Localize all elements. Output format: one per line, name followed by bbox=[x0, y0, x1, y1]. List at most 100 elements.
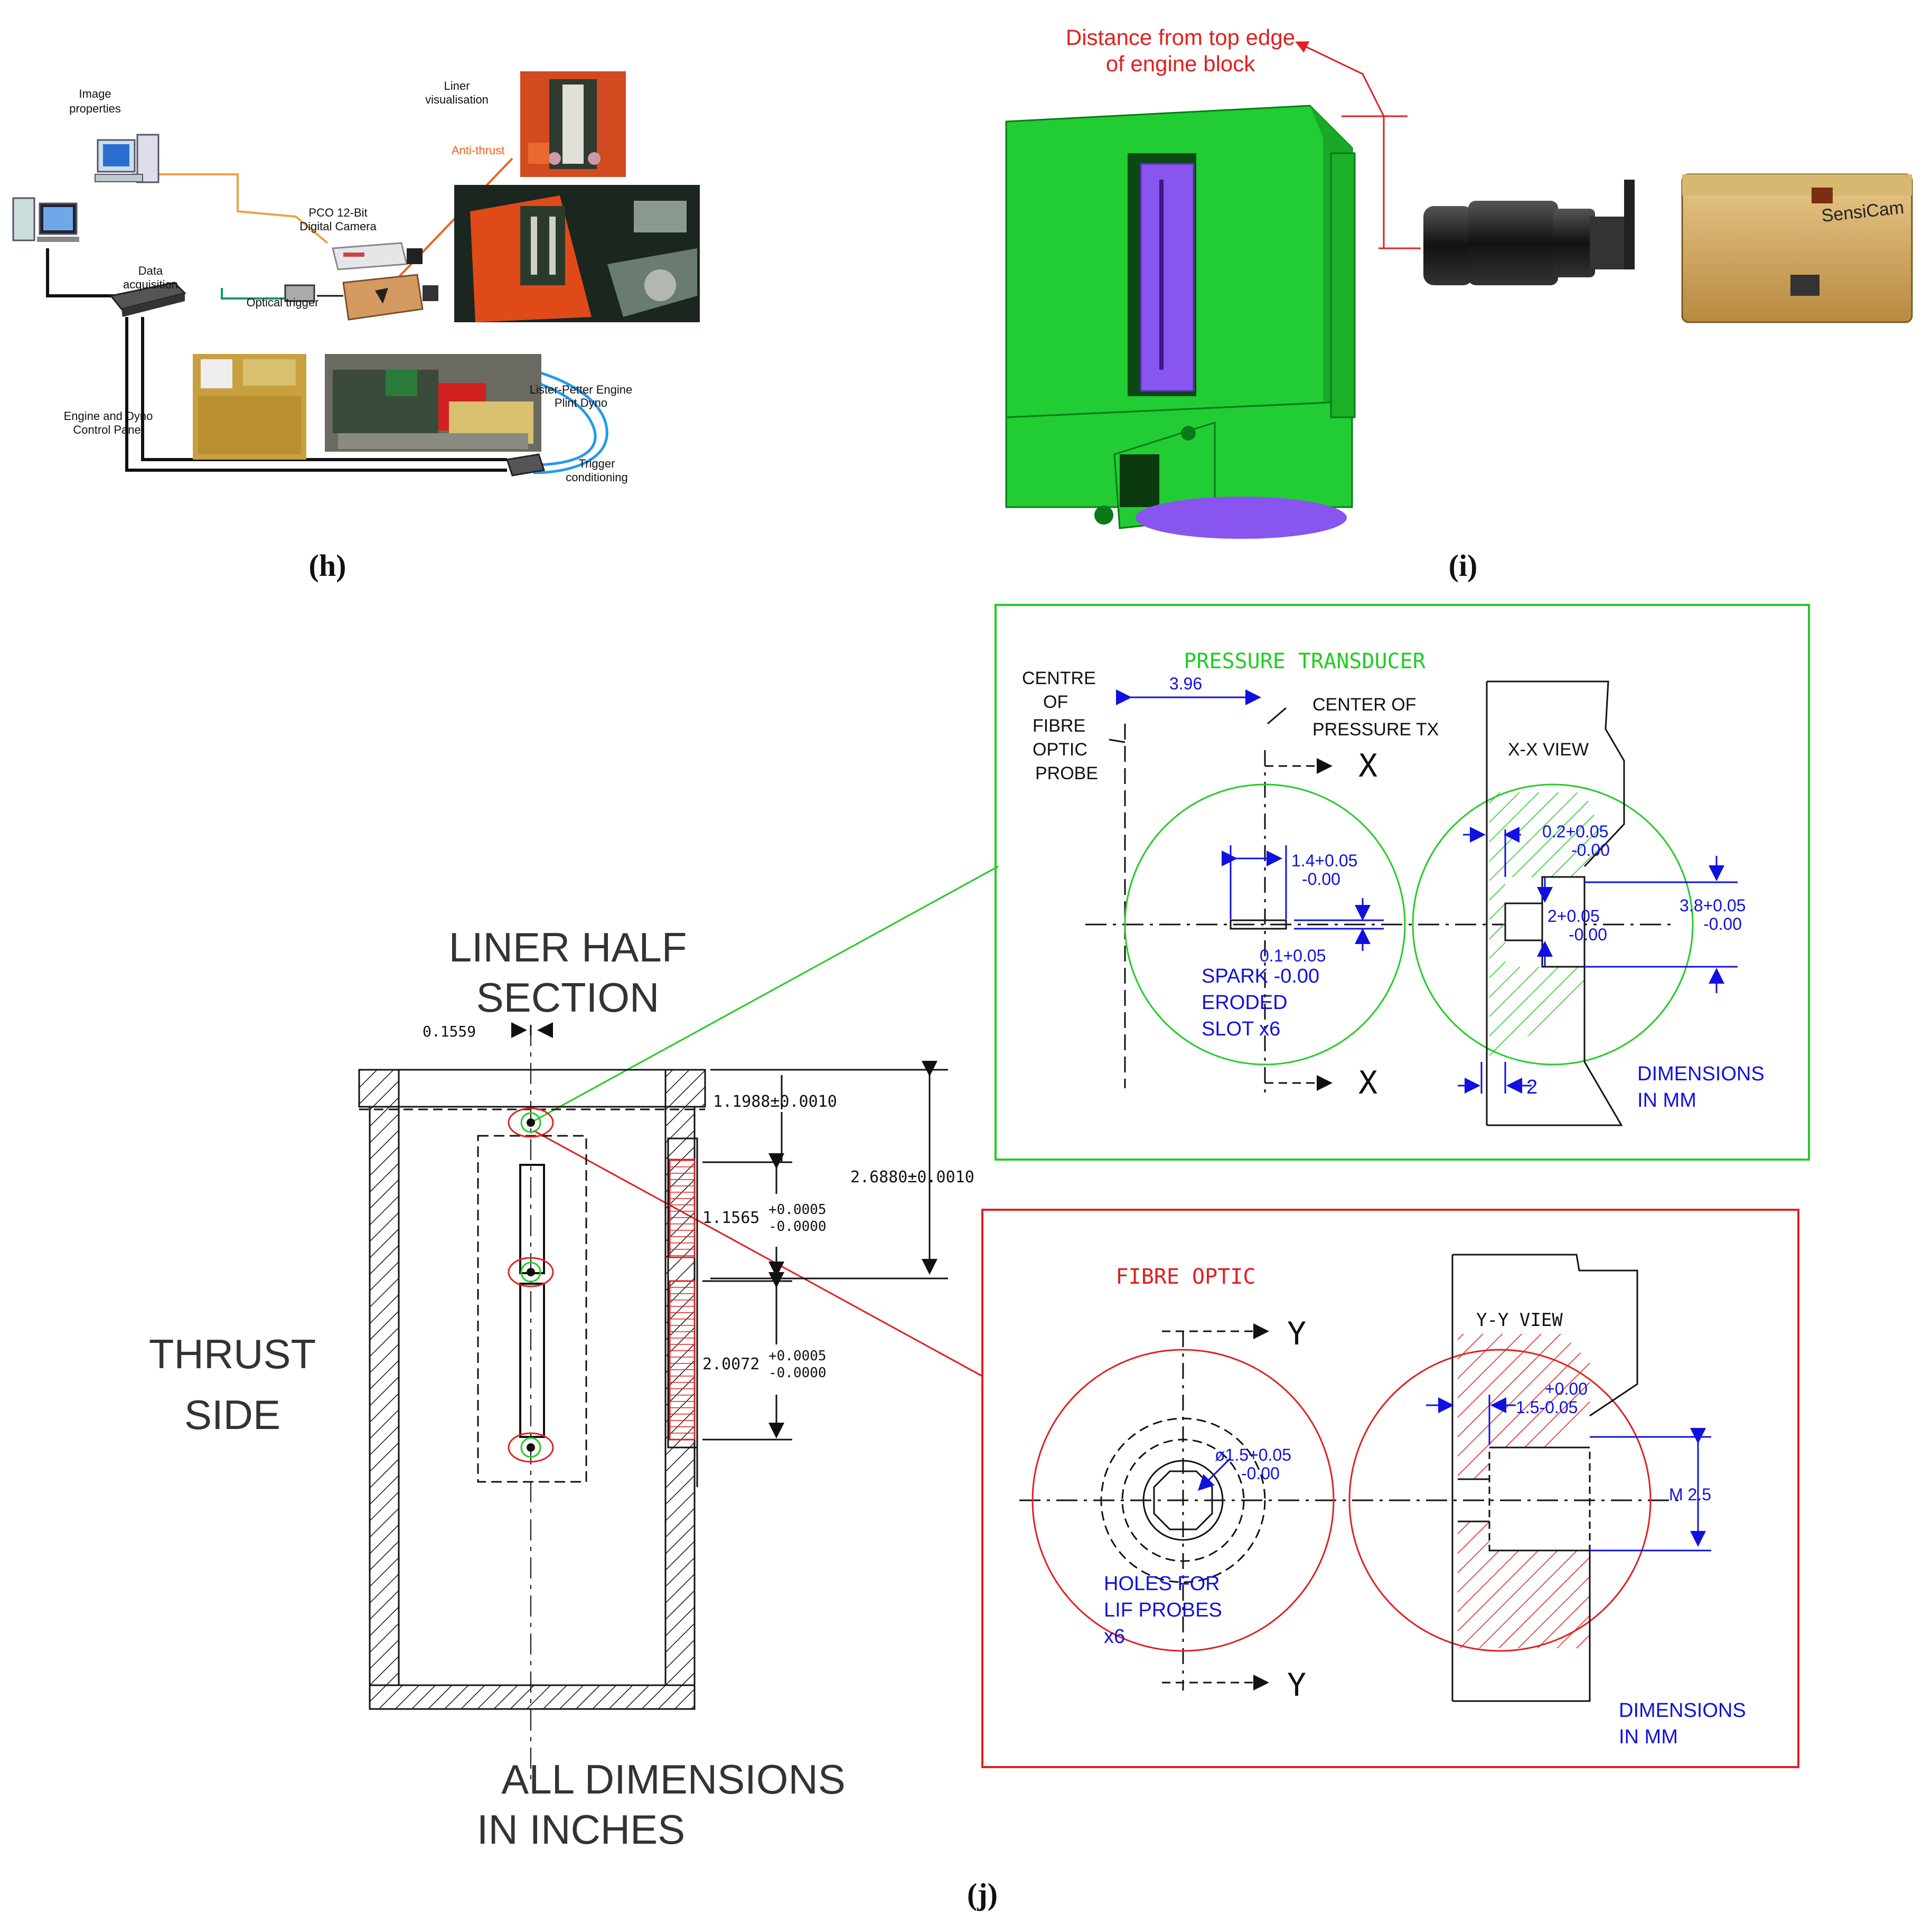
dim-396: 3.96 bbox=[1169, 674, 1202, 693]
dim-low-tol-minus: -0.0000 bbox=[768, 1365, 827, 1381]
dim-38-2: -0.00 bbox=[1703, 914, 1742, 933]
yy-view-label: Y-Y VIEW bbox=[1476, 1310, 1563, 1331]
dim-total: 2.6880±0.0010 bbox=[850, 1168, 974, 1187]
center-tx-label-1: CENTER OF bbox=[1312, 695, 1416, 715]
pressure-units-1: DIMENSIONS bbox=[1637, 1063, 1765, 1085]
dim-offset: 0.1559 bbox=[423, 1023, 476, 1040]
dim-dia-1: ø1.5+0.05 bbox=[1215, 1445, 1291, 1464]
distance-annotation: Distance from top edge of engine block bbox=[1066, 25, 1421, 249]
dim-02-2: -0.00 bbox=[1571, 840, 1610, 860]
dim-15-2: 1.5-0.05 bbox=[1516, 1398, 1578, 1417]
section-mark-x-bottom: X bbox=[1358, 1064, 1377, 1101]
yy-section bbox=[1451, 1254, 1638, 1702]
label-lister-petter-1: Lister-Petter Engine bbox=[530, 383, 632, 396]
label-image-properties-2: properties bbox=[69, 102, 121, 115]
fibre-detail: FIBRE OPTIC Y-Y VIEW Y Y bbox=[1019, 1254, 1746, 1748]
units-note-1: ALL DIMENSIONS bbox=[501, 1756, 846, 1802]
xx-view-label: X-X VIEW bbox=[1508, 740, 1589, 760]
dim-2p-1: 2+0.05 bbox=[1548, 907, 1600, 926]
liner-visualisation-photo bbox=[520, 71, 626, 177]
center-tx-label-2: PRESSURE TX bbox=[1312, 720, 1439, 740]
dim-02-1: 0.2+0.05 bbox=[1542, 822, 1608, 841]
dim-15-1: +0.00 bbox=[1545, 1379, 1588, 1398]
label-engine-panel-2: Control Panel bbox=[73, 423, 143, 436]
fibre-blue-dims bbox=[1197, 1395, 1711, 1552]
pressure-units-2: IN MM bbox=[1637, 1089, 1696, 1112]
pressure-detail: PRESSURE TRANSDUCER CENTRE OF FIBRE OPTI… bbox=[1022, 649, 1765, 1126]
dim-m25: M 2.5 bbox=[1669, 1485, 1711, 1504]
fibre-units-1: DIMENSIONS bbox=[1619, 1699, 1746, 1722]
dim-low-tol-plus: +0.0005 bbox=[768, 1348, 827, 1364]
centre-label-3: FIBRE bbox=[1033, 716, 1085, 736]
label-trigger-cond-1: Trigger bbox=[579, 457, 615, 470]
optical-trigger-icon bbox=[284, 284, 315, 302]
panel-i: Distance from top edge of engine block S… bbox=[1005, 25, 1913, 583]
label-data-acq-1: Data bbox=[138, 264, 163, 277]
dim-slot-2: -0.00 bbox=[1302, 870, 1340, 889]
label-engine-panel-1: Engine and Dyno bbox=[64, 409, 153, 423]
liner-titles: LINER HALF SECTION THRUST SIDE ALL DIMEN… bbox=[149, 924, 846, 1853]
label-anti-thrust: Anti-thrust bbox=[452, 144, 504, 157]
probe-hole-top bbox=[508, 1107, 554, 1138]
fibre-title: FIBRE OPTIC bbox=[1116, 1265, 1256, 1289]
liner-title-2: SECTION bbox=[476, 974, 660, 1021]
image-properties-pc-icon bbox=[95, 134, 160, 183]
dim-2p-2: -0.00 bbox=[1569, 925, 1607, 944]
label-trigger-cond-2: conditioning bbox=[566, 471, 627, 484]
label-pco-camera-1: PCO 12-Bit bbox=[308, 206, 367, 219]
engine-dyno-photo bbox=[325, 354, 541, 452]
data-acquisition-box-icon bbox=[109, 282, 186, 317]
dim-slot-w: 0.1+0.05 bbox=[1260, 946, 1326, 965]
caption-j: (j) bbox=[967, 1877, 998, 1911]
spark-label-1: SPARK -0.00 bbox=[1202, 965, 1319, 987]
section-mark-y-bottom: Y bbox=[1287, 1667, 1306, 1704]
dim-mid: 1.1565 bbox=[702, 1209, 759, 1227]
dim-dia-2: -0.00 bbox=[1241, 1464, 1280, 1483]
label-liner-vis-1: Liner bbox=[444, 79, 470, 92]
dim-mid-tol-minus: -0.0000 bbox=[768, 1219, 827, 1235]
caption-i: (i) bbox=[1449, 548, 1478, 583]
section-mark-x-top: X bbox=[1358, 748, 1377, 784]
fibre-detail-frame bbox=[981, 1209, 1799, 1768]
label-pco-camera-2: Digital Camera bbox=[299, 220, 377, 233]
trigger-box-icon bbox=[342, 274, 438, 321]
pressure-detail-circle bbox=[1124, 783, 1406, 1066]
dim-top: 1.1988±0.0010 bbox=[713, 1092, 837, 1111]
trigger-conditioning-box-icon bbox=[506, 453, 545, 477]
caption-h: (h) bbox=[309, 548, 346, 583]
thrust-side-2: SIDE bbox=[184, 1391, 280, 1438]
fibre-units-2: IN MM bbox=[1619, 1726, 1678, 1748]
label-distance-2: of engine block bbox=[1106, 51, 1256, 76]
fibre-detail-circle bbox=[1031, 1349, 1335, 1652]
pco-camera-icon bbox=[332, 242, 423, 270]
dim-38-1: 3.8+0.05 bbox=[1680, 896, 1746, 915]
label-lister-petter-2: Plint Dyno bbox=[555, 396, 607, 409]
centre-label-2: OF bbox=[1043, 692, 1068, 712]
label-optical-trigger: Optical trigger bbox=[247, 296, 319, 309]
dim-mid-tol-plus: +0.0005 bbox=[768, 1202, 827, 1218]
label-liner-vis-2: visualisation bbox=[425, 93, 489, 106]
holes-label-3: x6 bbox=[1104, 1626, 1125, 1648]
engine-block-model bbox=[1005, 105, 1356, 539]
pressure-detail-frame bbox=[995, 604, 1810, 1161]
spark-label-3: SLOT x6 bbox=[1202, 1018, 1280, 1040]
probe-hole-mid bbox=[508, 1257, 554, 1287]
pressure-blue-dims bbox=[1116, 689, 1738, 1094]
holes-label-1: HOLES FOR bbox=[1104, 1573, 1220, 1595]
control-pc-icon bbox=[12, 197, 79, 242]
section-mark-y-top: Y bbox=[1287, 1315, 1306, 1352]
centre-label-5: PROBE bbox=[1035, 763, 1098, 783]
liner-dimensions bbox=[511, 1022, 948, 1441]
pressure-title: PRESSURE TRANSDUCER bbox=[1184, 649, 1425, 674]
thrust-side-1: THRUST bbox=[149, 1331, 316, 1377]
dim-2: 2 bbox=[1526, 1076, 1537, 1098]
label-image-properties-1: Image bbox=[79, 87, 111, 100]
engine-block-photo bbox=[454, 185, 700, 322]
liner-title-1: LINER HALF bbox=[449, 924, 687, 970]
spark-label-2: ERODED bbox=[1202, 992, 1288, 1014]
dim-low: 2.0072 bbox=[702, 1355, 759, 1374]
dim-slot-1: 1.4+0.05 bbox=[1291, 851, 1357, 870]
holes-label-2: LIF PROBES bbox=[1104, 1599, 1222, 1621]
panel-h: Image properties Liner visualisation Ant… bbox=[12, 71, 700, 583]
